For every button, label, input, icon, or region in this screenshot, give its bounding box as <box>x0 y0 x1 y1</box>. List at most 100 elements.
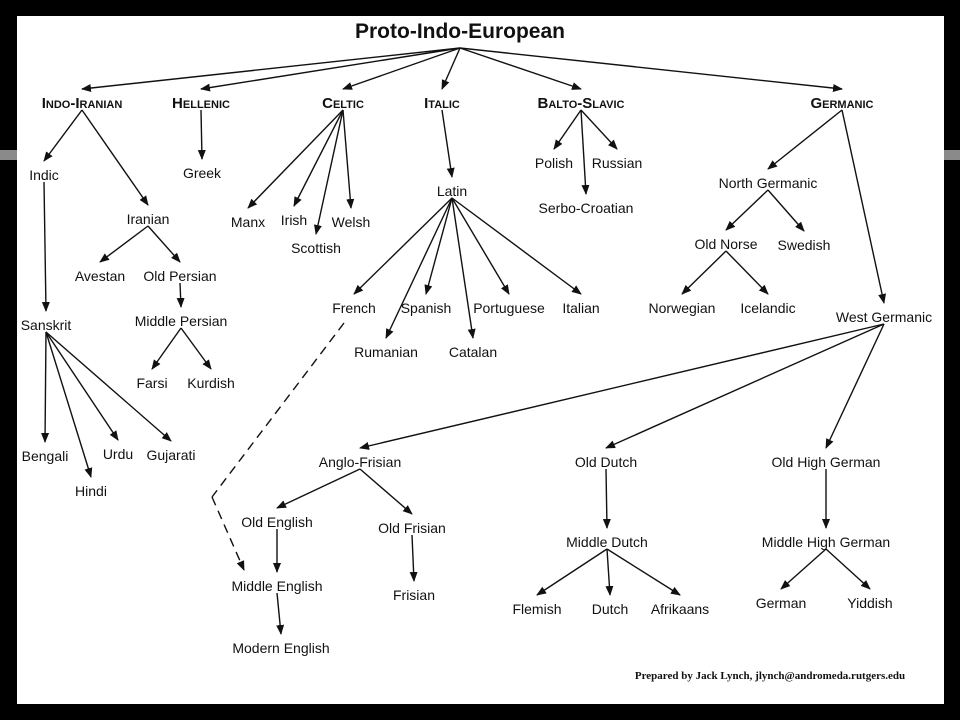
language-label-scottish: Scottish <box>291 240 341 256</box>
tree-edges <box>41 47 886 635</box>
language-label-flemish: Flemish <box>512 601 561 617</box>
language-label-polish: Polish <box>535 155 573 171</box>
edge-pie-to-germanic <box>459 47 843 93</box>
edge-old-norse-to-norwegian <box>681 250 727 295</box>
edge-middle-persian-to-farsi <box>151 327 182 370</box>
edge-west-germanic-to-anglo-frisian <box>359 323 885 450</box>
language-label-manx: Manx <box>231 214 265 230</box>
edge-celtic-to-scottish <box>314 109 344 235</box>
language-label-old-high-german: Old High German <box>772 454 881 470</box>
edge-latin-to-spanish <box>424 197 453 295</box>
branch-label-hellenic: HELLENIC <box>172 95 230 112</box>
language-label-french: French <box>332 300 376 316</box>
edge-balto-slavic-to-russian <box>580 109 618 150</box>
edge-sanskrit-to-urdu <box>45 331 119 441</box>
edge-indo-iranian-to-iranian <box>81 109 149 206</box>
edge-north-germanic-to-old-norse <box>725 189 769 231</box>
edge-old-dutch-to-middle-dutch <box>602 468 611 529</box>
edge-middle-dutch-to-flemish <box>536 548 608 596</box>
edge-sanskrit-to-bengali <box>41 331 50 443</box>
edge-balto-slavic-to-polish <box>553 109 582 150</box>
language-label-old-frisian: Old Frisian <box>378 520 446 536</box>
edge-celtic-to-welsh <box>342 109 355 209</box>
language-label-old-english: Old English <box>241 514 313 530</box>
language-label-serbo-croatian: Serbo-Croatian <box>539 200 634 216</box>
edge-french-to-middle-english-dashed-a <box>211 322 345 498</box>
edge-pie-to-balto-slavic <box>459 47 582 90</box>
edge-north-germanic-to-swedish <box>767 189 805 232</box>
language-label-frisian: Frisian <box>393 587 435 603</box>
edge-west-germanic-to-old-dutch <box>605 323 885 449</box>
edge-french-to-middle-english-dashed-b <box>211 496 245 571</box>
edge-middle-high-german-to-german <box>780 548 827 590</box>
edge-old-norse-to-icelandic <box>725 250 769 295</box>
edge-latin-to-italian <box>451 197 582 295</box>
edge-latin-to-catalan <box>451 197 476 339</box>
edge-latin-to-portuguese <box>451 197 510 295</box>
language-label-welsh: Welsh <box>332 214 371 230</box>
edge-celtic-to-manx <box>247 109 344 209</box>
language-label-indic: Indic <box>29 167 59 183</box>
edge-balto-slavic-to-serbo-croatian <box>580 109 590 195</box>
edge-sanskrit-to-gujarati <box>45 331 172 442</box>
edge-pie-to-celtic <box>342 47 461 90</box>
edge-old-persian-to-middle-persian <box>176 282 185 308</box>
language-label-west-germanic: West Germanic <box>836 309 932 325</box>
language-label-middle-english: Middle English <box>231 578 322 594</box>
language-label-middle-dutch: Middle Dutch <box>566 534 648 550</box>
branch-label-germanic: GERMANIC <box>810 95 873 112</box>
language-label-yiddish: Yiddish <box>847 595 892 611</box>
edge-iranian-to-old-persian <box>147 225 181 263</box>
branch-label-italic: ITALIC <box>424 95 460 112</box>
language-label-hindi: Hindi <box>75 483 107 499</box>
edge-middle-dutch-to-dutch <box>605 548 614 596</box>
edge-latin-to-french <box>353 197 453 295</box>
language-label-german: German <box>756 595 807 611</box>
diagram-title: Proto-Indo-European <box>355 20 565 43</box>
edge-middle-persian-to-kurdish <box>180 327 212 370</box>
edge-pie-to-italic <box>441 47 461 90</box>
language-label-anglo-frisian: Anglo-Frisian <box>319 454 401 470</box>
language-label-swedish: Swedish <box>778 237 831 253</box>
edge-germanic-to-north-germanic <box>767 109 843 170</box>
language-label-portuguese: Portuguese <box>473 300 545 316</box>
language-label-greek: Greek <box>183 165 222 181</box>
edge-anglo-frisian-to-old-english <box>276 468 361 509</box>
edge-celtic-to-irish <box>293 109 344 207</box>
edge-pie-to-hellenic <box>200 47 461 92</box>
language-label-iranian: Iranian <box>127 211 170 227</box>
language-label-dutch: Dutch <box>592 601 629 617</box>
edge-middle-dutch-to-afrikaans <box>606 548 681 596</box>
language-label-spanish: Spanish <box>401 300 452 316</box>
edge-iranian-to-avestan <box>99 225 149 263</box>
language-label-russian: Russian <box>592 155 643 171</box>
edge-italic-to-latin <box>441 109 455 178</box>
language-label-gujarati: Gujarati <box>146 447 195 463</box>
diagram-credit: Prepared by Jack Lynch, jlynch@andromeda… <box>635 670 905 682</box>
language-label-farsi: Farsi <box>136 375 167 391</box>
tree-labels: Proto-Indo-European Prepared by Jack Lyn… <box>21 20 932 682</box>
language-label-avestan: Avestan <box>75 268 125 284</box>
edge-germanic-to-west-germanic <box>841 109 886 304</box>
language-label-irish: Irish <box>281 212 307 228</box>
branch-label-celtic: CELTIC <box>322 95 364 112</box>
language-label-modern-english: Modern English <box>232 640 329 656</box>
edge-indo-iranian-to-indic <box>43 109 83 162</box>
language-label-bengali: Bengali <box>22 448 69 464</box>
language-label-catalan: Catalan <box>449 344 497 360</box>
language-label-old-norse: Old Norse <box>694 236 757 252</box>
language-label-kurdish: Kurdish <box>187 375 234 391</box>
edge-anglo-frisian-to-old-frisian <box>359 468 413 515</box>
language-label-old-persian: Old Persian <box>143 268 216 284</box>
language-label-middle-persian: Middle Persian <box>135 313 228 329</box>
language-label-old-dutch: Old Dutch <box>575 454 637 470</box>
edge-middle-high-german-to-yiddish <box>825 548 871 590</box>
edge-sanskrit-to-hindi <box>45 331 93 478</box>
edge-middle-english-to-modern-english <box>276 592 285 635</box>
edge-latin-to-rumanian <box>385 197 453 339</box>
edge-pie-to-indo-iranian <box>81 47 461 93</box>
branch-label-balto-slavic: BALTO-SLAVIC <box>538 95 625 112</box>
language-label-urdu: Urdu <box>103 446 133 462</box>
